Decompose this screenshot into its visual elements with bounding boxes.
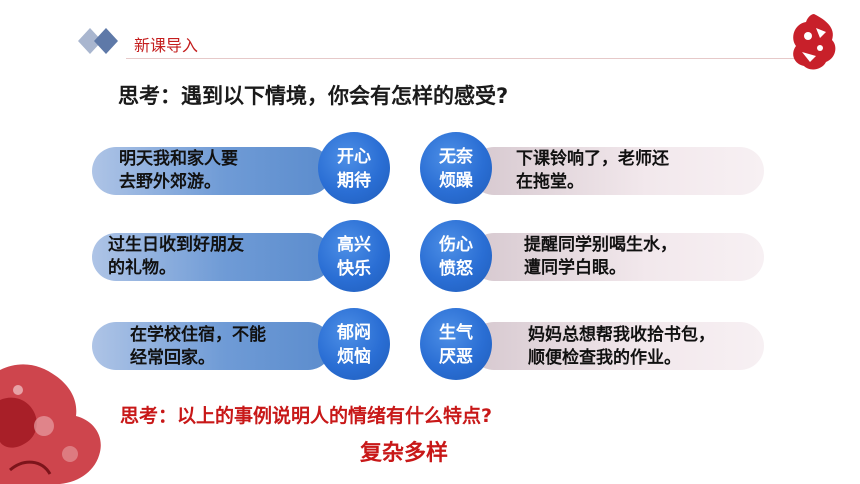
question-2: 思考：以上的事例说明人的情绪有什么特点?	[120, 405, 493, 427]
situation-capsule-right	[470, 147, 764, 195]
red-flower-decoration-icon	[0, 364, 101, 484]
situation-text: 妈妈总想帮我收拾书包， 顺便检查我的作业。	[528, 325, 715, 368]
situation-text: 明天我和家人要 去野外郊游。	[119, 149, 238, 192]
emotion-circle: 无奈 烦躁	[420, 132, 492, 204]
header-divider	[126, 58, 826, 59]
situation-text: 在学校住宿，不能 经常回家。	[130, 325, 266, 368]
emotion-circle: 生气 厌恶	[420, 308, 492, 380]
double-diamond-icon	[78, 28, 118, 54]
emotion-circle: 开心 期待	[318, 132, 390, 204]
situation-capsule-left	[92, 147, 332, 195]
situation-text: 下课铃响了，老师还 在拖堂。	[516, 149, 669, 192]
paper-cut-ornament-icon	[793, 14, 836, 70]
situation-capsule-right	[470, 233, 764, 281]
emotion-circle: 高兴 快乐	[318, 220, 390, 292]
question-heading: 思考：遇到以下情境，你会有怎样的感受?	[118, 84, 509, 108]
section-title: 新课导入	[134, 36, 199, 55]
situation-capsule-right	[470, 322, 764, 370]
situation-text: 提醒同学别喝生水， 遭同学白眼。	[524, 235, 677, 278]
situation-capsule-left	[92, 233, 332, 281]
emotion-circle: 郁闷 烦恼	[318, 308, 390, 380]
situation-text: 过生日收到好朋友 的礼物。	[108, 235, 244, 278]
situation-capsule-left	[92, 322, 332, 370]
emotion-circle: 伤心 愤怒	[420, 220, 492, 292]
answer-text: 复杂多样	[360, 441, 449, 466]
